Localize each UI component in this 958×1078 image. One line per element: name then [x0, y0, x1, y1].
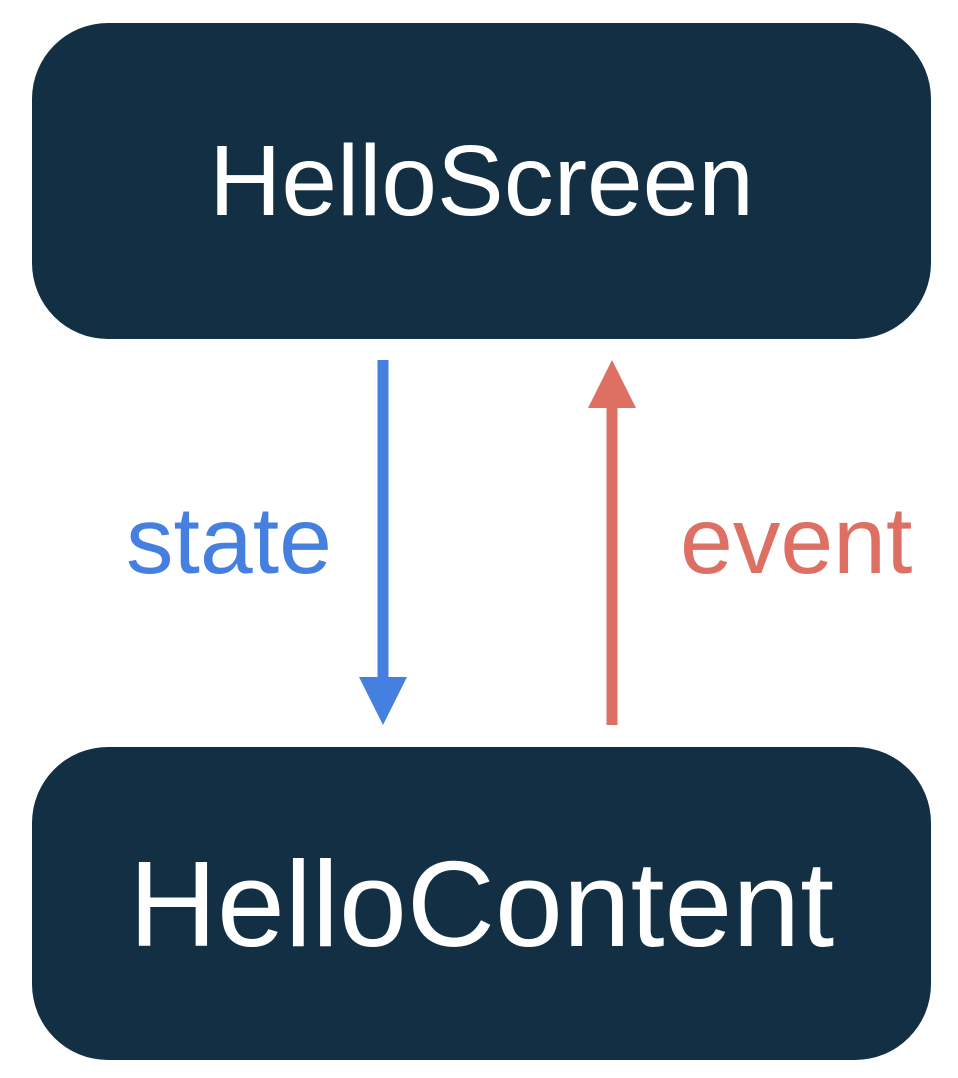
state-arrow-shaft — [377, 360, 389, 679]
node-helloscreen: HelloScreen — [32, 23, 931, 339]
state-arrow-down-icon — [359, 360, 407, 725]
event-arrow-shaft — [606, 406, 618, 725]
event-arrow-up-icon — [588, 360, 636, 725]
state-label: state — [126, 488, 332, 594]
node-helloscreen-label: HelloScreen — [209, 125, 754, 237]
event-arrow-head — [588, 360, 636, 408]
node-hellocontent-label: HelloContent — [128, 835, 835, 972]
state-arrow-head — [359, 677, 407, 725]
event-label: event — [680, 488, 913, 594]
node-hellocontent: HelloContent — [32, 747, 931, 1060]
